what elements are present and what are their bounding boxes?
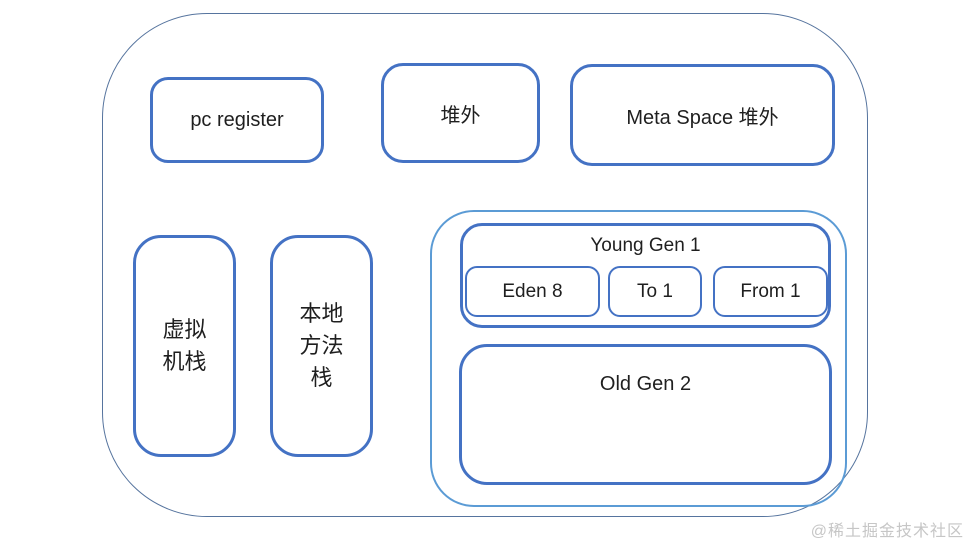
young-gen-label: Young Gen 1	[590, 235, 701, 256]
eden-box: Eden 8	[465, 266, 600, 317]
pc-register-box: pc register	[150, 77, 324, 163]
watermark-text: @稀土掘金技术社区	[810, 523, 964, 540]
to-survivor-label: To 1	[637, 280, 673, 302]
heap-container	[430, 210, 847, 507]
old-gen-box: Old Gen 2	[459, 344, 832, 485]
from-survivor-box: From 1	[713, 266, 828, 317]
pc-register-label: pc register	[190, 108, 284, 131]
from-survivor-label: From 1	[740, 280, 801, 302]
meta-space-label: Meta Space 堆外	[626, 106, 779, 129]
to-survivor-box: To 1	[608, 266, 702, 317]
meta-space-box: Meta Space 堆外	[570, 64, 835, 166]
vm-stack-box: 虚拟 机栈	[133, 235, 236, 457]
runtime-data-area-container	[102, 13, 868, 517]
vm-stack-label: 虚拟 机栈	[162, 317, 207, 374]
off-heap-label: 堆外	[440, 104, 481, 127]
eden-label: Eden 8	[502, 280, 563, 302]
native-method-stack-label: 本地 方法 栈	[299, 301, 344, 390]
old-gen-label: Old Gen 2	[599, 373, 692, 395]
native-method-stack-box: 本地 方法 栈	[270, 235, 373, 457]
off-heap-box: 堆外	[381, 63, 540, 163]
